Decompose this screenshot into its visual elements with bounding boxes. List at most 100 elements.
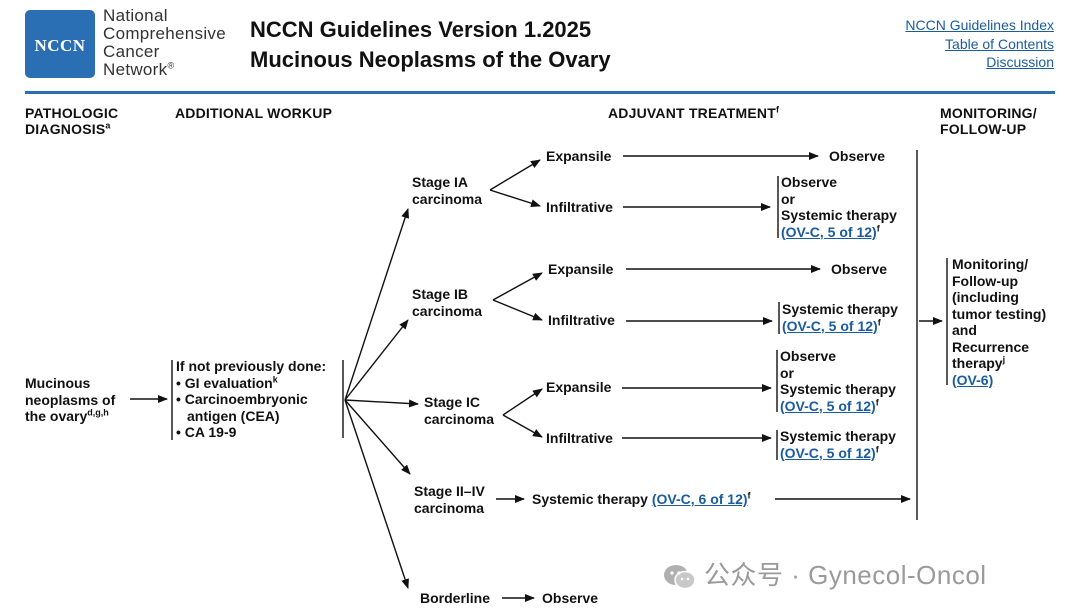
arrow-ia-infiltrative bbox=[489, 189, 541, 208]
ic-expansile-options: Observe or Systemic therapy (OV-C, 5 of … bbox=[780, 348, 896, 414]
ic-expansile-footnote-f: f bbox=[875, 396, 879, 407]
monitoring-line5: and bbox=[952, 322, 977, 338]
col-header-adjuvant-text: ADJUVANT TREATMENT bbox=[608, 105, 776, 121]
stage-ia-line1: Stage IA bbox=[412, 174, 469, 190]
ia-ovc5-link[interactable]: (OV-C, 5 of 12) bbox=[781, 223, 877, 240]
workup-heading: If not previously done: bbox=[176, 358, 327, 374]
monitoring-line6: Recurrence bbox=[952, 338, 1030, 355]
borderline-node: Borderline bbox=[420, 590, 491, 606]
monitoring-node: Monitoring/ Follow-up (including tumor t… bbox=[952, 256, 1046, 388]
diagnosis-node: Mucinous neoplasms of the ovaryd,g,h bbox=[25, 375, 115, 425]
stage-ic-node: Stage IC carcinoma bbox=[424, 394, 494, 427]
ic-infiltrative-label: Infiltrative bbox=[546, 430, 613, 446]
ic-expansile-label: Expansile bbox=[546, 379, 612, 395]
col-header-pathologic: PATHOLOGIC DIAGNOSISa bbox=[25, 105, 118, 137]
footnote-j: j bbox=[1002, 354, 1006, 365]
workup-cea-line1: • Carcinoembryonic bbox=[176, 391, 308, 407]
stage-iiiv-line1: Stage II–IV bbox=[414, 483, 485, 499]
col-header-monitoring-l1: MONITORING/ bbox=[940, 105, 1037, 121]
stage-ib-line2: carcinoma bbox=[412, 302, 483, 319]
workup-node: If not previously done: • GI evaluationk… bbox=[176, 358, 326, 441]
arrow-ic-infiltrative bbox=[502, 414, 543, 438]
arrow-to-stage-ic bbox=[344, 399, 419, 408]
stage-iiiv-line2: carcinoma bbox=[414, 499, 485, 516]
stage-ia-line2: carcinoma bbox=[412, 190, 483, 207]
table-of-contents-link[interactable]: Table of Contents bbox=[945, 35, 1054, 52]
header-links: NCCN Guidelines Index Table of Contents … bbox=[905, 16, 1054, 72]
logo-line2: Comprehensive bbox=[103, 24, 226, 43]
arrow-ib-expansile bbox=[492, 272, 543, 301]
ic-option-systemic: Systemic therapy bbox=[780, 381, 896, 397]
ov6-link[interactable]: (OV-6) bbox=[952, 371, 994, 388]
col-header-pathologic-l2: DIAGNOSIS bbox=[25, 121, 106, 137]
col-header-monitoring-l2: FOLLOW-UP bbox=[940, 121, 1027, 137]
logo-registered: ® bbox=[167, 60, 175, 71]
stage-ib-line1: Stage IB bbox=[412, 286, 469, 302]
watermark-text: 公众号 · Gynecol-Oncol bbox=[704, 560, 987, 590]
page-title: NCCN Guidelines Version 1.2025 Mucinous … bbox=[250, 15, 611, 75]
monitoring-line3: (including bbox=[952, 289, 1019, 305]
ic-expansile-ovc5-link[interactable]: (OV-C, 5 of 12) bbox=[780, 397, 876, 414]
workup-gi-evaluation: • GI evaluation bbox=[176, 374, 273, 391]
title-version: NCCN Guidelines Version 1.2025 bbox=[250, 17, 592, 42]
stage-ia-node: Stage IA carcinoma bbox=[412, 174, 482, 207]
ia-option-systemic: Systemic therapy bbox=[781, 207, 897, 223]
ib-expansile-observe: Observe bbox=[831, 261, 888, 277]
arrow-to-stage-ia bbox=[344, 208, 409, 401]
ia-option-or: or bbox=[781, 190, 795, 207]
arrow-ic-expansile bbox=[502, 388, 543, 416]
iiiv-footnote-f: f bbox=[747, 490, 751, 501]
stage-iiiv-node: Stage II–IV carcinoma bbox=[414, 483, 485, 516]
guidelines-index-link[interactable]: NCCN Guidelines Index bbox=[905, 17, 1054, 33]
title-topic: Mucinous Neoplasms of the Ovary bbox=[250, 47, 611, 72]
arrow-ib-infiltrative bbox=[492, 299, 543, 321]
workup-cea-line2: antigen (CEA) bbox=[187, 407, 280, 424]
footnote-k: k bbox=[272, 373, 278, 384]
arrow-ia-expansile bbox=[489, 159, 541, 191]
ia-footnote-f: f bbox=[876, 222, 880, 233]
monitoring-line1: Monitoring/ bbox=[952, 256, 1029, 272]
iiiv-systemic: Systemic therapy (OV-C, 6 of 12)f bbox=[532, 491, 751, 508]
header-divider bbox=[25, 91, 1055, 94]
ia-expansile-observe: Observe bbox=[829, 148, 886, 164]
monitoring-line2: Follow-up bbox=[952, 272, 1019, 289]
wechat-icon bbox=[664, 565, 696, 590]
col-header-pathologic-l1: PATHOLOGIC bbox=[25, 105, 119, 121]
stage-ic-line1: Stage IC bbox=[424, 394, 481, 410]
ic-infiltrative-options: Systemic therapy (OV-C, 5 of 12)f bbox=[780, 428, 896, 461]
logo-line4: Network bbox=[103, 60, 168, 79]
ia-infiltrative-label: Infiltrative bbox=[546, 199, 613, 215]
ic-infiltrative-footnote-f: f bbox=[875, 443, 879, 454]
footnote-a: a bbox=[105, 120, 111, 131]
iiiv-systemic-label: Systemic therapy bbox=[532, 491, 648, 507]
diagnosis-line1: Mucinous bbox=[25, 375, 91, 391]
stage-ib-node: Stage IB carcinoma bbox=[412, 286, 482, 319]
ib-option-systemic: Systemic therapy bbox=[782, 301, 898, 317]
diagnosis-line2: neoplasms of bbox=[25, 391, 116, 408]
ic-option-or: or bbox=[780, 364, 794, 381]
ic-infiltrative-ovc5-link[interactable]: (OV-C, 5 of 12) bbox=[780, 444, 876, 461]
logo-name: National Comprehensive Cancer Network® bbox=[103, 7, 226, 79]
watermark: 公众号 · Gynecol-Oncol bbox=[662, 555, 987, 592]
iiiv-ovc6-link[interactable]: (OV-C, 6 of 12) bbox=[651, 491, 748, 507]
ib-infiltrative-label: Infiltrative bbox=[548, 312, 615, 328]
ia-infiltrative-options: Observe or Systemic therapy (OV-C, 5 of … bbox=[781, 174, 897, 240]
monitoring-line4: tumor testing) bbox=[952, 305, 1047, 322]
arrow-to-stage-iiiv bbox=[344, 399, 411, 475]
nccn-logo: NCCN bbox=[25, 10, 95, 78]
logo-abbr: NCCN bbox=[34, 36, 86, 55]
borderline-observe: Observe bbox=[542, 590, 599, 606]
ia-expansile-label: Expansile bbox=[546, 148, 612, 164]
col-header-monitoring: MONITORING/ FOLLOW-UP bbox=[940, 105, 1037, 137]
col-header-adjuvant: ADJUVANT TREATMENTf bbox=[608, 105, 779, 121]
diagnosis-footnotes: d,g,h bbox=[87, 407, 109, 418]
diagnosis-line3: the ovary bbox=[25, 408, 88, 424]
ic-option-observe: Observe bbox=[780, 348, 837, 364]
ic-infiltrative-systemic: Systemic therapy bbox=[780, 428, 896, 444]
footnote-f: f bbox=[775, 104, 780, 115]
ib-footnote-f: f bbox=[877, 316, 881, 327]
ib-ovc5-link[interactable]: (OV-C, 5 of 12) bbox=[782, 317, 878, 334]
discussion-link[interactable]: Discussion bbox=[986, 54, 1054, 70]
logo-line3: Cancer bbox=[103, 42, 160, 61]
